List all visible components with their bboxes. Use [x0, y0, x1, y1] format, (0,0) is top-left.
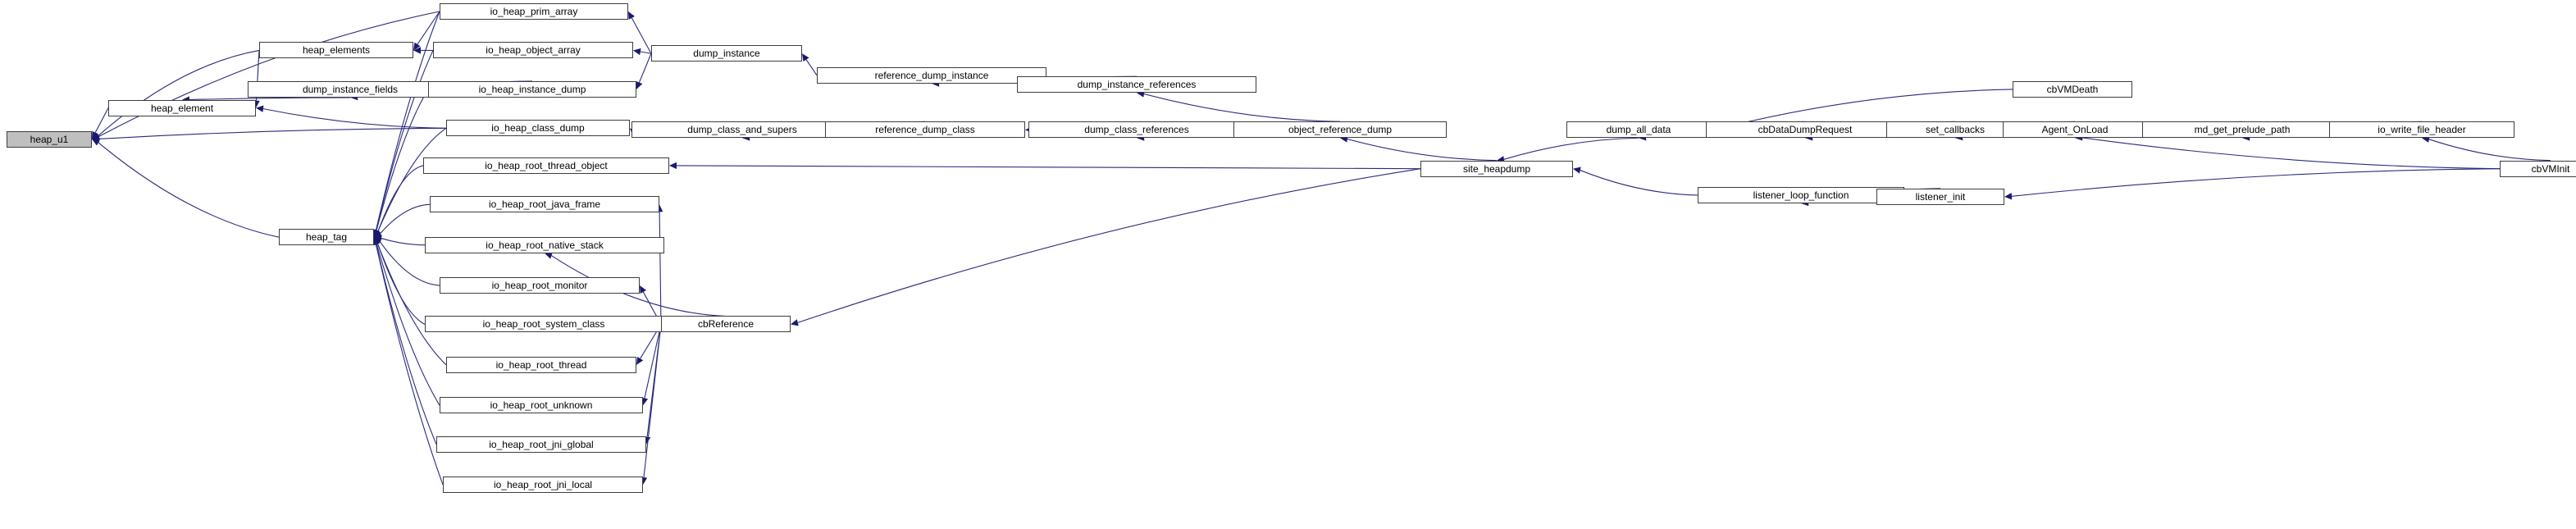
- arrowhead-dump_instance-to-io_heap_instance_dump: [636, 80, 643, 89]
- graph-node-io_heap_root_monitor[interactable]: io_heap_root_monitor: [440, 277, 640, 294]
- graph-node-listener_loop_function[interactable]: listener_loop_function: [1698, 186, 1904, 203]
- graph-node-dump_all_data[interactable]: dump_all_data: [1566, 121, 1711, 139]
- graph-node-heap_element[interactable]: heap_element: [108, 99, 256, 116]
- arrowhead-io_heap_class_dump-to-heap_element: [256, 105, 264, 112]
- edge-io_heap_object_array-to-heap_tag: [376, 50, 434, 230]
- edge-site_heapdump-to-cbReference: [797, 168, 1421, 323]
- edge-io_heap_prim_array-to-heap_tag: [375, 11, 440, 230]
- graph-node-dump_instance_fields[interactable]: dump_instance_fields: [248, 80, 453, 98]
- graph-node-reference_dump_class[interactable]: reference_dump_class: [825, 121, 1025, 139]
- edge-cbReference-to-io_heap_root_native_stack: [551, 255, 727, 317]
- graph-node-io_heap_root_system_class[interactable]: io_heap_root_system_class: [425, 316, 663, 333]
- edge-io_heap_root_jni_local-to-heap_tag: [375, 244, 444, 486]
- edge-io_heap_prim_array-to-heap_u1: [98, 11, 440, 138]
- graph-node-io_heap_root_native_stack[interactable]: io_heap_root_native_stack: [425, 236, 664, 253]
- graph-node-dump_class_references[interactable]: dump_class_references: [1028, 121, 1245, 139]
- edge-dump_instance_fields-to-heap_element: [189, 97, 351, 101]
- edge-heap_tag-to-heap_u1: [98, 142, 280, 238]
- edge-io_heap_root_unknown-to-heap_tag: [376, 244, 440, 406]
- graph-node-dump_class_and_supers[interactable]: dump_class_and_supers: [631, 121, 853, 139]
- graph-node-dump_instance[interactable]: dump_instance: [651, 45, 802, 62]
- edge-cbVMInit-to-set_callbacks: [2031, 130, 2501, 170]
- graph-node-io_heap_prim_array[interactable]: io_heap_prim_array: [440, 3, 628, 20]
- graph-node-set_callbacks[interactable]: set_callbacks: [1886, 121, 2024, 139]
- graph-node-io_heap_root_thread[interactable]: io_heap_root_thread: [446, 356, 636, 373]
- graph-node-cbReference[interactable]: cbReference: [661, 316, 791, 333]
- edge-cbReference-to-io_heap_root_jni_local: [643, 324, 662, 478]
- graph-node-cbVMDeath[interactable]: cbVMDeath: [2013, 80, 2132, 98]
- graph-node-listener_init[interactable]: listener_init: [1876, 188, 2004, 205]
- graph-node-io_heap_root_java_frame[interactable]: io_heap_root_java_frame: [430, 196, 659, 213]
- arrowhead-reference_dump_instance-to-dump_instance: [802, 53, 809, 62]
- graph-node-io_heap_instance_dump[interactable]: io_heap_instance_dump: [428, 80, 636, 98]
- edge-listener_loop_function-to-site_heapdump: [1580, 170, 1698, 196]
- edge-io_heap_root_thread-to-heap_tag: [376, 243, 447, 366]
- graph-node-object_reference_dump[interactable]: object_reference_dump: [1233, 121, 1447, 139]
- arrowhead-site_heapdump-to-io_heap_root_thread_object: [669, 162, 677, 170]
- graph-node-io_heap_class_dump[interactable]: io_heap_class_dump: [446, 120, 630, 137]
- arrowhead-listener_loop_function-to-site_heapdump: [1573, 166, 1581, 174]
- edge-cbVMInit-to-io_write_file_header: [2428, 139, 2551, 162]
- arrowhead-io_heap_root_jni_local-to-heap_tag: [372, 237, 380, 246]
- graph-node-heap_tag[interactable]: heap_tag: [279, 229, 374, 246]
- edge-heap_elements-to-heap_u1: [98, 49, 260, 136]
- edge-site_heapdump-to-object_reference_dump: [1347, 138, 1498, 162]
- edge-dump_instance-to-io_heap_object_array: [640, 51, 652, 54]
- arrowhead-io_heap_object_array-to-heap_elements: [413, 47, 421, 54]
- edge-io_heap_root_monitor-to-heap_tag: [379, 241, 440, 286]
- arrowhead-cbReference-to-io_heap_root_monitor: [640, 285, 647, 294]
- edge-site_heapdump-to-io_heap_root_thread_object: [676, 165, 1421, 170]
- graph-node-reference_dump_instance[interactable]: reference_dump_instance: [817, 66, 1046, 84]
- edge-io_heap_prim_array-to-heap_elements: [417, 11, 440, 45]
- arrowhead-cbVMInit-to-listener_init: [2004, 193, 2013, 200]
- edge-io_heap_instance_dump-to-heap_tag: [376, 89, 429, 230]
- graph-node-cbVMInit[interactable]: cbVMInit: [2500, 160, 2576, 177]
- arrowhead-io_heap_prim_array-to-heap_elements: [413, 42, 421, 51]
- graph-node-heap_elements[interactable]: heap_elements: [259, 42, 413, 59]
- graph-node-io_heap_root_jni_global[interactable]: io_heap_root_jni_global: [436, 436, 646, 453]
- graph-node-site_heapdump[interactable]: site_heapdump: [1420, 160, 1573, 177]
- graph-node-io_heap_root_thread_object[interactable]: io_heap_root_thread_object: [423, 157, 669, 174]
- edge-io_heap_root_native_stack-to-heap_tag: [381, 238, 426, 246]
- edge-dump_instance-to-io_heap_instance_dump: [638, 53, 652, 83]
- edge-io_heap_root_jni_global-to-heap_tag: [376, 244, 437, 445]
- graph-node-io_heap_root_unknown[interactable]: io_heap_root_unknown: [440, 397, 643, 414]
- edge-cbVMInit-to-listener_init: [2011, 168, 2501, 197]
- arrowhead-cbReference-to-io_heap_root_native_stack: [545, 252, 553, 259]
- arrowhead-cbReference-to-io_heap_root_thread: [636, 356, 644, 365]
- edge-cbVMDeath-to-dump_all_data: [1717, 89, 2013, 130]
- graph-node-Agent_OnLoad[interactable]: Agent_OnLoad: [2003, 121, 2147, 139]
- edge-io_heap_root_java_frame-to-heap_tag: [380, 203, 431, 235]
- edge-io_heap_class_dump-to-heap_element: [262, 108, 447, 129]
- edge-object_reference_dump-to-dump_instance_references: [1143, 93, 1341, 122]
- edge-io_heap_root_thread_object-to-heap_tag: [377, 165, 424, 231]
- graph-node-io_write_file_header[interactable]: io_write_file_header: [2329, 121, 2514, 139]
- arrowhead-dump_instance-to-io_heap_object_array: [633, 48, 641, 56]
- edge-reference_dump_instance-to-dump_instance: [805, 59, 818, 76]
- edge-cbReference-to-io_heap_root_java_frame: [659, 212, 662, 325]
- edge-dump_instance-to-io_heap_prim_array: [631, 17, 652, 54]
- graph-node-dump_instance_references[interactable]: dump_instance_references: [1017, 76, 1256, 93]
- graph-node-heap_u1[interactable]: heap_u1: [7, 130, 92, 148]
- edge-io_heap_class_dump-to-heap_u1: [98, 127, 447, 139]
- edge-dump_all_data-to-site_heapdump: [1503, 137, 1639, 160]
- edge-io_heap_class_dump-to-heap_tag: [377, 127, 447, 231]
- graph-node-cbDataDumpRequest[interactable]: cbDataDumpRequest: [1706, 121, 1904, 139]
- arrowhead-dump_instance-to-io_heap_prim_array: [628, 11, 636, 20]
- arrowhead-site_heapdump-to-cbReference: [791, 319, 799, 326]
- arrowhead-heap_tag-to-heap_u1: [92, 139, 100, 146]
- edge-heap_element-to-heap_u1: [94, 107, 109, 133]
- graph-node-io_heap_object_array[interactable]: io_heap_object_array: [433, 42, 633, 59]
- graph-node-io_heap_root_jni_local[interactable]: io_heap_root_jni_local: [443, 476, 643, 493]
- edge-cbReference-to-io_heap_root_unknown: [644, 324, 662, 399]
- graph-node-md_get_prelude_path[interactable]: md_get_prelude_path: [2142, 121, 2342, 139]
